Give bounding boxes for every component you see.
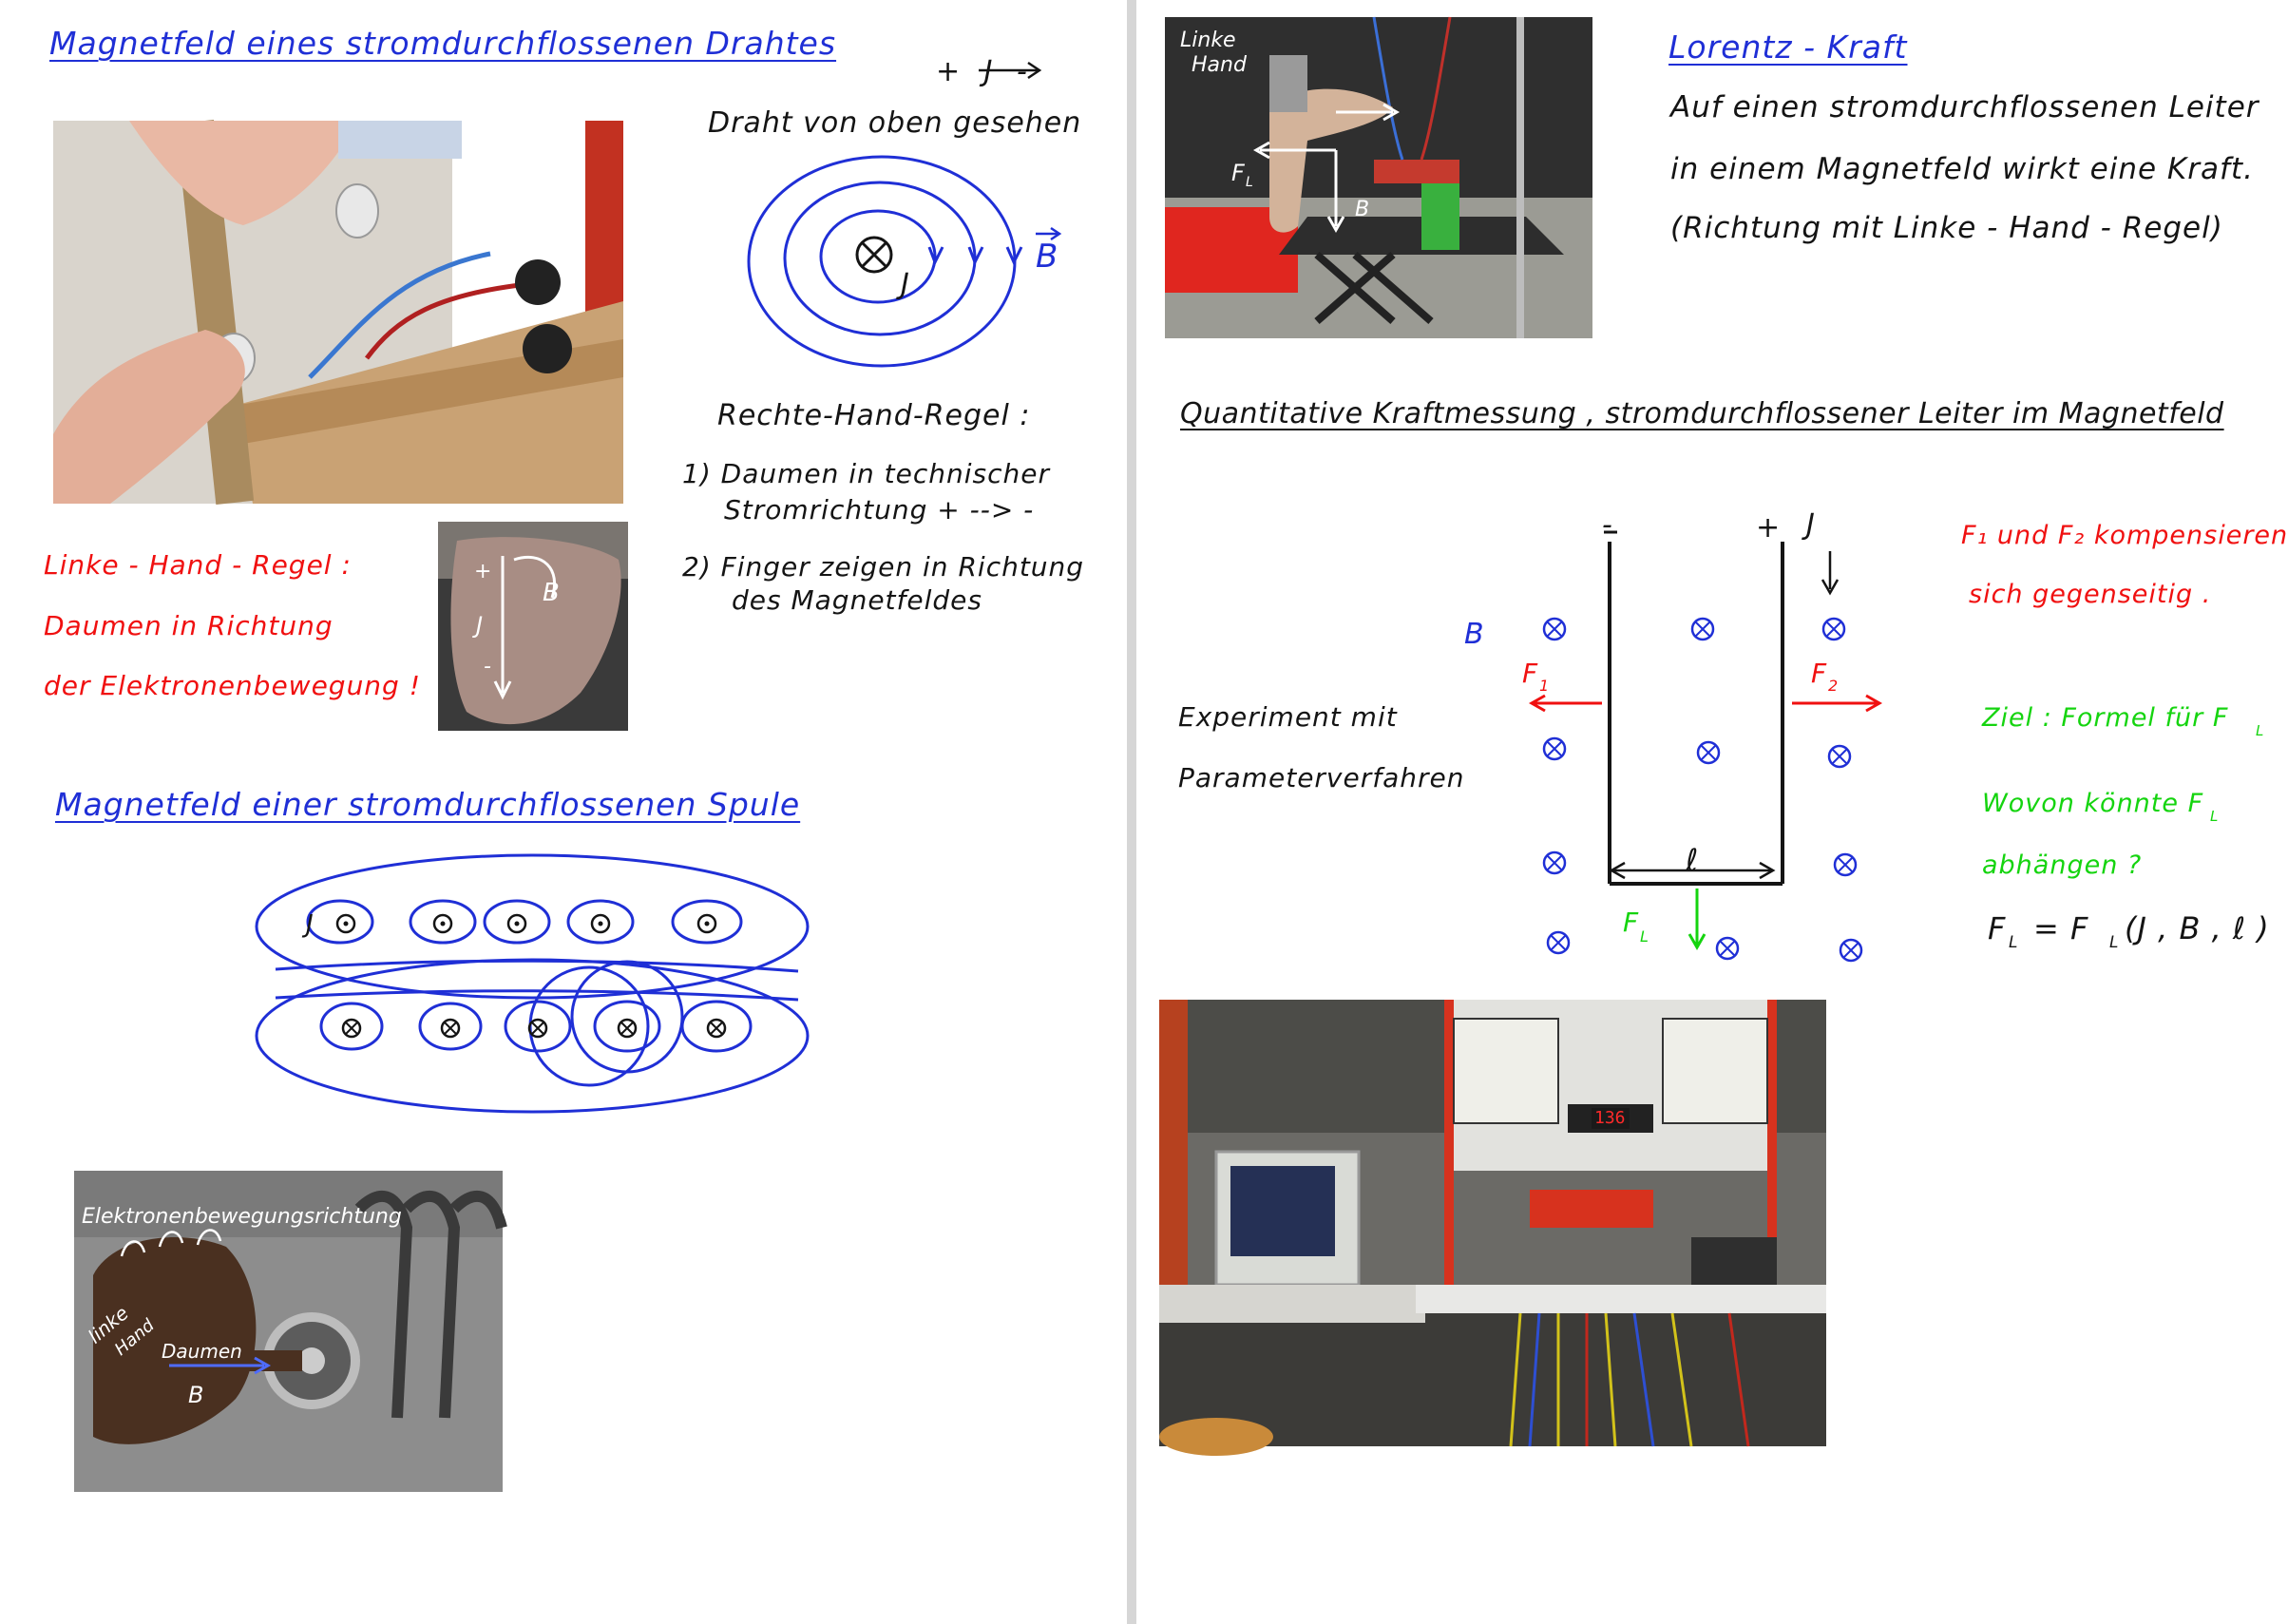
question-line-2: abhängen ? bbox=[1982, 850, 2143, 880]
current-direction-label: + J - bbox=[936, 55, 1035, 88]
diagram-j: J bbox=[1806, 508, 1816, 542]
lorentz-photo-b: B bbox=[1355, 198, 1370, 221]
current-arrow-icon bbox=[979, 61, 1042, 80]
compensate-line-1: F₁ und F₂ kompensieren bbox=[1961, 521, 2288, 550]
photo-left-hand: + J - B bbox=[438, 522, 628, 731]
photo-wire-compass bbox=[53, 120, 623, 505]
experiment-line-1: Experiment mit bbox=[1178, 701, 1398, 733]
lorentz-line-1: Auf einen stromdurchflossenen Leiter bbox=[1670, 90, 2259, 124]
lorentz-line-2: in einem Magnetfeld wirkt eine Kraft. bbox=[1670, 152, 2254, 186]
wire-b-vector-icon bbox=[1036, 226, 1062, 241]
diagram-fl-sub: L bbox=[1640, 927, 1649, 946]
compensate-line-2: sich gegenseitig . bbox=[1969, 580, 2212, 609]
diagram-f1-sub: 1 bbox=[1539, 677, 1551, 695]
force-diagram bbox=[1528, 530, 1883, 963]
question-sub: L bbox=[2210, 808, 2220, 825]
lorentz-photo-fl: F bbox=[1231, 160, 1245, 186]
lorentz-photo-arrows-icon bbox=[1252, 103, 1401, 234]
formula-eq: = F bbox=[2033, 910, 2089, 946]
right-page: Linke Hand F L B Lorentz - Kraft Auf ein… bbox=[1136, 0, 2287, 1624]
diagram-f2: F bbox=[1811, 658, 1828, 689]
photo-lorentz-hand: Linke Hand F L B bbox=[1165, 16, 1592, 338]
photo-lab-setup: 136 bbox=[1159, 1000, 1826, 1456]
lorentz-photo-label-2: Hand bbox=[1192, 53, 1247, 77]
right-hand-rule-title: Rechte-Hand-Regel : bbox=[717, 399, 1031, 432]
goal-sub: L bbox=[2256, 722, 2265, 739]
coil-photo-b: B bbox=[188, 1382, 204, 1408]
goal-text: Ziel : Formel für F bbox=[1982, 703, 2229, 733]
formula-f-sub: L bbox=[2009, 933, 2019, 952]
coil-photo-electron-direction: Elektronenbewegungsrichtung bbox=[82, 1205, 402, 1229]
wire-from-above-label: Draht von oben gesehen bbox=[708, 106, 1082, 140]
lorentz-line-3: (Richtung mit Linke - Hand - Regel) bbox=[1670, 211, 2223, 245]
right-hand-rule-1a: 1) Daumen in technischer bbox=[682, 458, 1051, 489]
wire-j-symbol: J bbox=[901, 268, 910, 301]
diagram-length: ℓ bbox=[1686, 842, 1700, 878]
left-hand-rule-title: Linke - Hand - Regel : bbox=[44, 549, 352, 581]
right-hand-rule-2b: des Magnetfeldes bbox=[732, 584, 982, 616]
right-hand-rule-1b: Stromrichtung + --> - bbox=[724, 494, 1035, 525]
formula-args: (J , B , ℓ ) bbox=[2125, 910, 2270, 946]
diagram-f2-sub: 2 bbox=[1828, 677, 1840, 695]
diagram-minus: - bbox=[1602, 508, 1613, 542]
title-wire: Magnetfeld eines stromdurchflossenen Dra… bbox=[49, 25, 837, 62]
wire-b-symbol: B bbox=[1036, 238, 1059, 276]
formula-f: F bbox=[1988, 910, 2007, 946]
hand-photo-j: J bbox=[476, 612, 484, 639]
hand-photo-plus: + bbox=[474, 560, 492, 583]
question-line-1: Wovon könnte F bbox=[1982, 789, 2204, 818]
photo-coil-hand: Elektronenbewegungsrichtung linke Hand D… bbox=[74, 1171, 507, 1492]
lab-display-readout: 136 bbox=[1594, 1108, 1626, 1128]
wire-field-diagram bbox=[747, 155, 1023, 368]
coil-field-diagram bbox=[255, 853, 810, 1114]
diagram-plus: + bbox=[1756, 511, 1782, 545]
formula-f2-sub: L bbox=[2109, 933, 2120, 952]
coil-j-symbol: J bbox=[306, 910, 315, 939]
diagram-f1: F bbox=[1522, 658, 1539, 689]
lorentz-photo-label-1: Linke bbox=[1180, 29, 1236, 52]
title-lorentz: Lorentz - Kraft bbox=[1668, 29, 1908, 66]
left-hand-rule-line1: Daumen in Richtung bbox=[44, 610, 334, 641]
hand-photo-arrows-icon bbox=[493, 555, 557, 700]
left-page: Magnetfeld eines stromdurchflossenen Dra… bbox=[0, 0, 1127, 1624]
coil-photo-arrows-icon bbox=[120, 1229, 272, 1375]
left-hand-rule-line2: der Elektronenbewegung ! bbox=[44, 670, 421, 701]
lorentz-photo-fl-sub: L bbox=[1246, 175, 1253, 190]
coil-photo-thumb: Daumen bbox=[162, 1340, 242, 1363]
experiment-line-2: Parameterverfahren bbox=[1178, 762, 1465, 793]
diagram-fl: F bbox=[1623, 907, 1640, 938]
hand-photo-minus: - bbox=[484, 655, 491, 678]
page-divider bbox=[1127, 0, 1136, 1624]
title-coil: Magnetfeld einer stromdurchflossenen Spu… bbox=[55, 786, 801, 823]
right-hand-rule-2a: 2) Finger zeigen in Richtung bbox=[682, 551, 1085, 583]
diagram-b: B bbox=[1464, 618, 1485, 651]
title-quantitative: Quantitative Kraftmessung , stromdurchfl… bbox=[1180, 397, 2224, 430]
